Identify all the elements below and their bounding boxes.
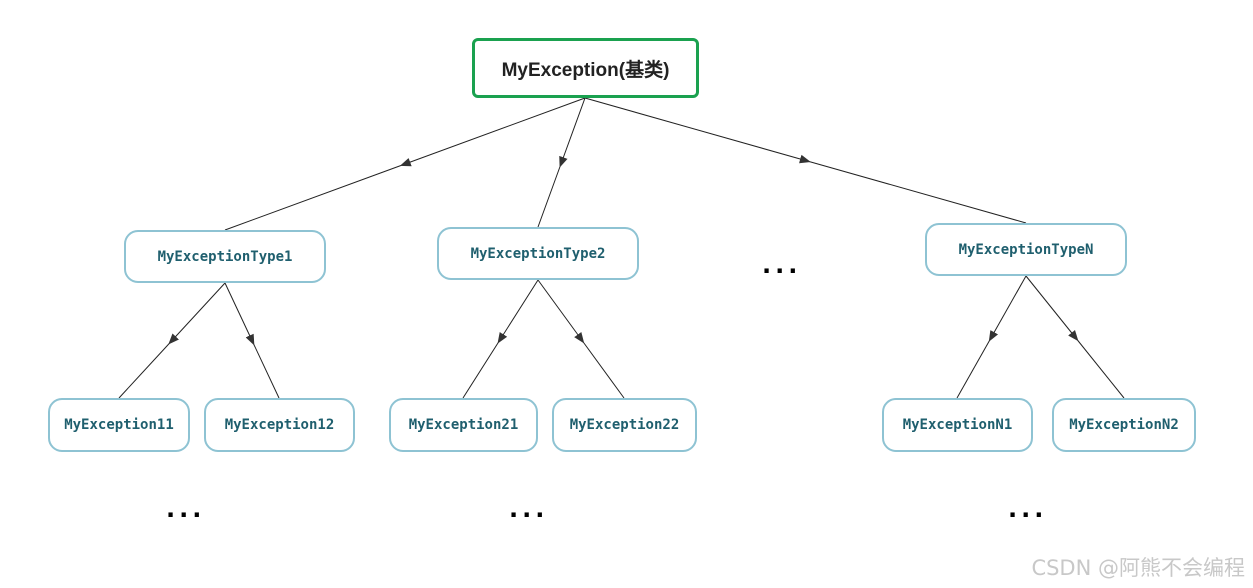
node-myexceptionn1: MyExceptionN1 (882, 398, 1033, 452)
node-label: MyException22 (569, 417, 680, 433)
node-label: MyExceptionType1 (157, 248, 293, 265)
node-label: MyExceptionN1 (902, 417, 1013, 433)
node-label: MyException11 (64, 417, 174, 433)
node-label: MyExceptionTypeN (958, 241, 1094, 258)
node-myexceptionn2: MyExceptionN2 (1052, 398, 1196, 452)
node-myexceptiontype2: MyExceptionType2 (437, 227, 639, 280)
node-myexception12: MyException12 (204, 398, 355, 452)
ellipsis-level1: ... (762, 251, 802, 279)
edge-root-to-type2 (537, 97, 586, 228)
root-node-myexception: MyException(基类) (472, 38, 699, 98)
edge-typen-to-n2 (1025, 275, 1125, 399)
node-myexception21: MyException21 (389, 398, 538, 452)
edge-root-to-type1 (224, 97, 586, 231)
node-label: MyExceptionN2 (1069, 417, 1179, 433)
edge-type1-to-12 (224, 282, 280, 399)
node-label: MyExceptionType2 (470, 245, 606, 262)
node-myexception11: MyException11 (48, 398, 190, 452)
edge-type1-to-11 (118, 282, 226, 399)
ellipsis-branch2: ... (509, 495, 549, 523)
edge-type2-to-21 (462, 279, 539, 399)
edge-type2-to-22 (537, 279, 625, 399)
node-myexception22: MyException22 (552, 398, 697, 452)
node-myexceptiontypen: MyExceptionTypeN (925, 223, 1127, 276)
root-node-label: MyException(基类) (501, 59, 670, 81)
ellipsis-branch1: ... (166, 495, 206, 523)
node-label: MyException21 (408, 417, 519, 433)
ellipsis-branchn: ... (1008, 495, 1048, 523)
watermark: CSDN @阿熊不会编程 (1031, 556, 1245, 580)
edge-root-to-typen (584, 97, 1027, 224)
node-label: MyException12 (224, 417, 335, 433)
edge-typen-to-n1 (956, 275, 1027, 399)
node-myexceptiontype1: MyExceptionType1 (124, 230, 326, 283)
